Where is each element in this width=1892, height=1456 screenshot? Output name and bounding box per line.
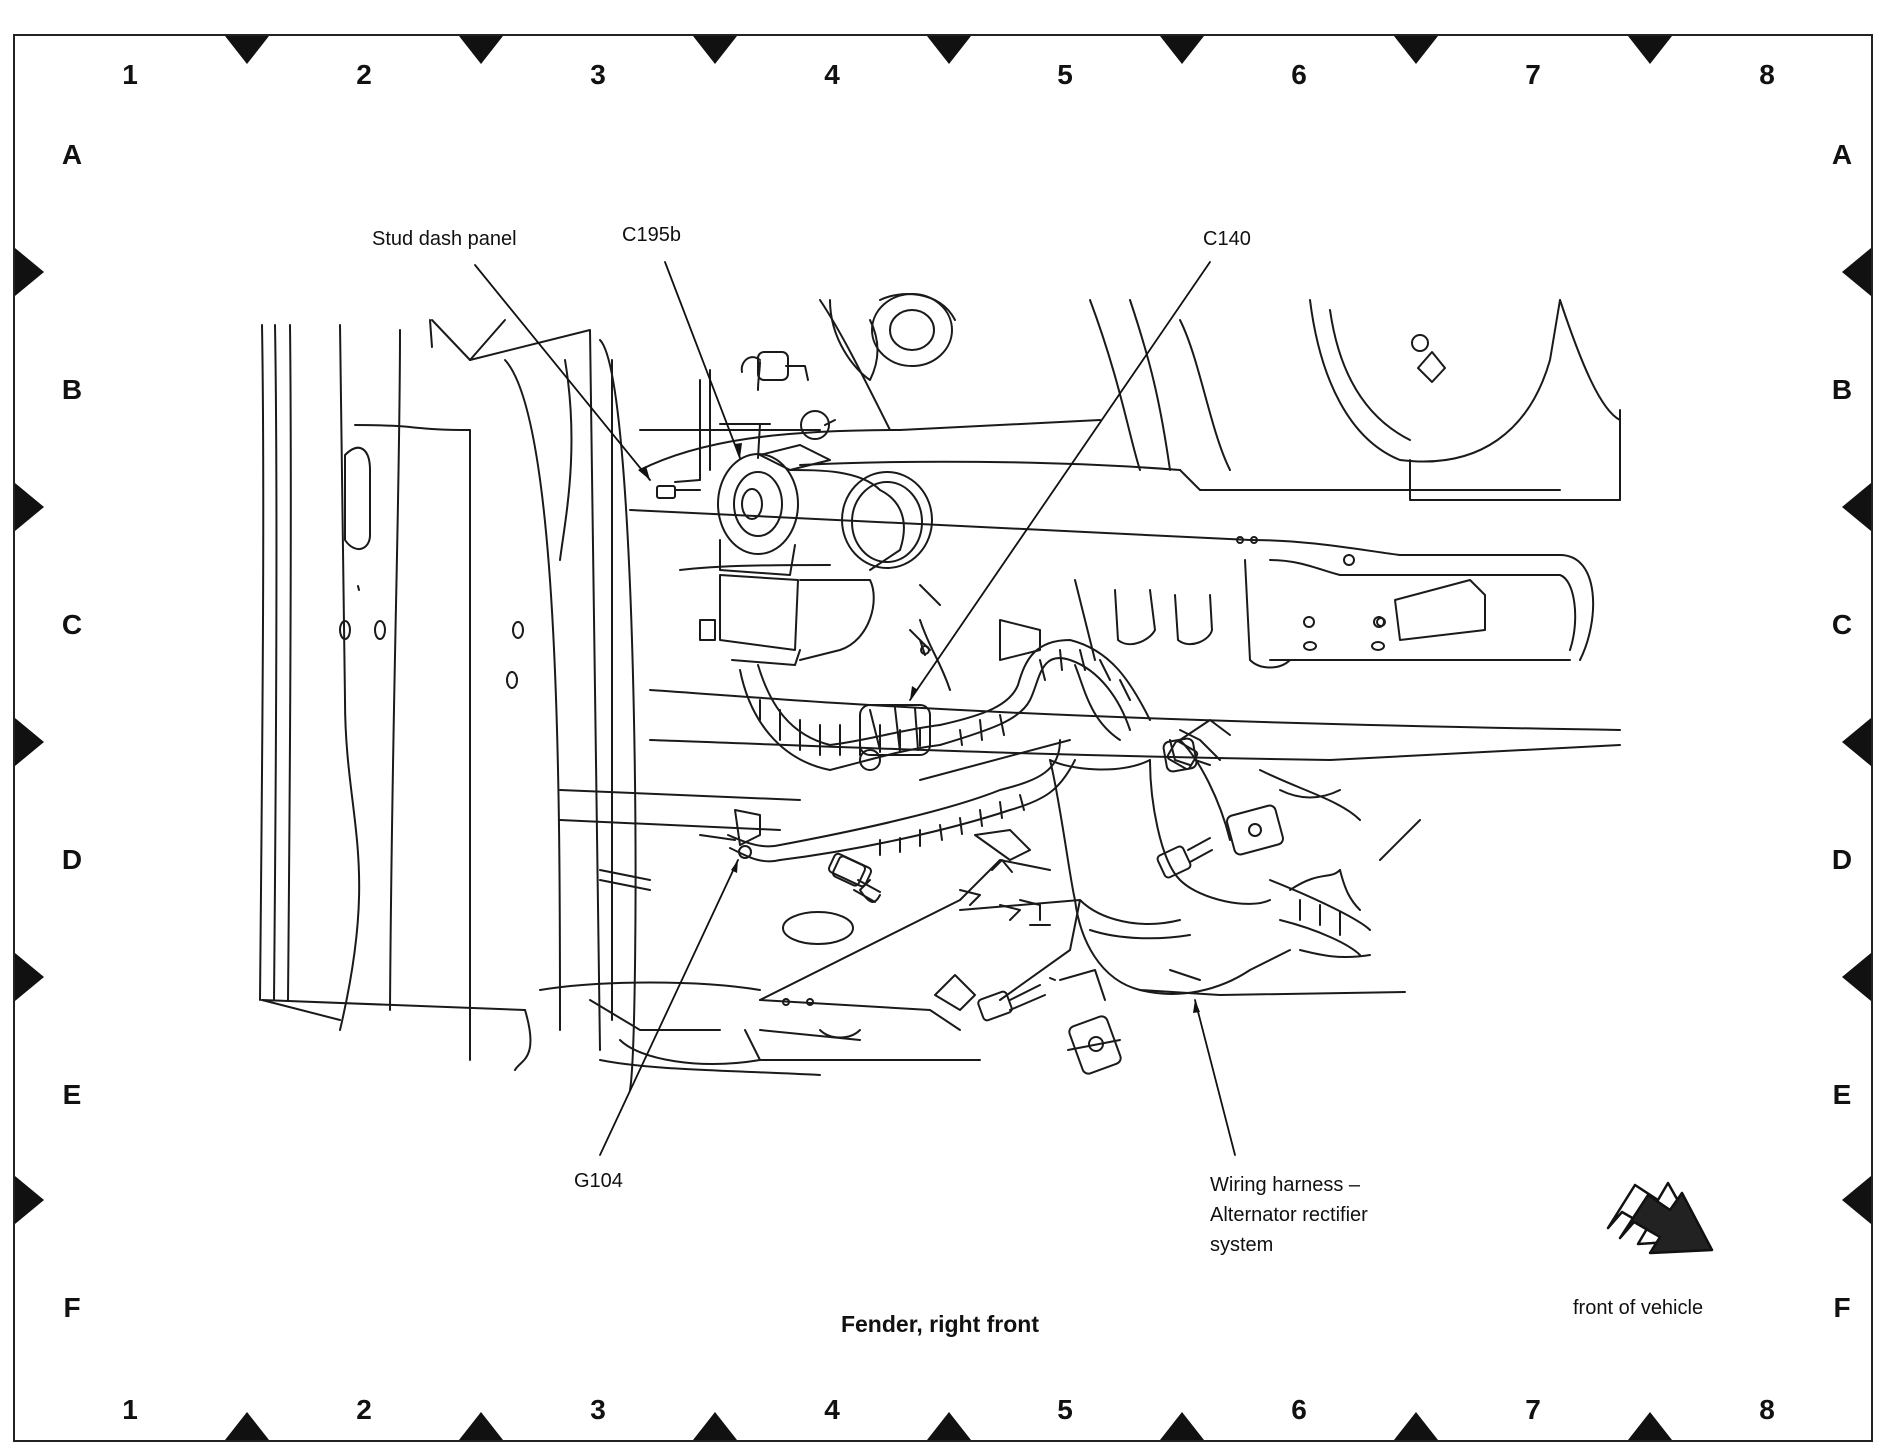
grid-row-label: C xyxy=(1831,609,1853,640)
grid-marker-top xyxy=(927,36,971,64)
grid-marker-top xyxy=(1394,36,1438,64)
grid-row-label: E xyxy=(62,1079,82,1110)
grid-row-label: A xyxy=(1831,139,1853,170)
grid-column-label: 8 xyxy=(1759,1394,1775,1425)
grid-marker-bottom xyxy=(225,1412,269,1440)
diagram-caption: Fender, right front xyxy=(840,1311,1040,1337)
grid-row-label: F xyxy=(1833,1292,1851,1323)
grid-marker-bottom xyxy=(1160,1412,1204,1440)
grid-marker-right xyxy=(1842,1176,1871,1224)
grid-column-label: 4 xyxy=(824,1394,840,1425)
grid-marker-left xyxy=(15,718,44,766)
grid-column-label: 8 xyxy=(1759,59,1775,90)
front-arrow-icon xyxy=(1606,1181,1714,1255)
upper-cowl xyxy=(639,293,1621,501)
direction-label: front of vehicle xyxy=(1573,1297,1704,1319)
grid-marker-bottom xyxy=(459,1412,503,1440)
callout-wiring-harness-line-2: Alternator rectifier xyxy=(1210,1204,1368,1226)
grid-column-label: 1 xyxy=(122,59,138,90)
frame-rail xyxy=(629,509,1621,761)
c195b-connector-assembly xyxy=(656,351,933,666)
grid-column-label: 2 xyxy=(356,1394,372,1425)
diagram-border xyxy=(13,34,1873,1442)
brackets-and-bolts xyxy=(699,719,1284,1075)
grid-marker-right xyxy=(1842,483,1871,531)
callout-arrowheads xyxy=(638,443,1200,1013)
lower-panels xyxy=(539,739,1621,1076)
grid-marker-bottom xyxy=(1628,1412,1672,1440)
grid-marker-right xyxy=(1842,248,1871,296)
grid-marker-left xyxy=(15,483,44,531)
grid-marker-bottom xyxy=(927,1412,971,1440)
wiring-harness-main xyxy=(727,639,1371,959)
callout-c140: C140 xyxy=(1203,228,1251,250)
grid-marker-top xyxy=(1628,36,1672,64)
body-panel-left xyxy=(259,319,637,1091)
grid-row-label: D xyxy=(1831,844,1853,875)
callout-c195b: C195b xyxy=(622,224,681,246)
grid-column-label: 3 xyxy=(590,59,606,90)
grid-row-label: B xyxy=(61,374,83,405)
grid-column-label: 5 xyxy=(1057,59,1073,90)
grid-column-label: 1 xyxy=(122,1394,138,1425)
harness-sleeve xyxy=(1049,759,1291,995)
callout-wiring-harness-line-1: Wiring harness – xyxy=(1210,1174,1361,1196)
grid-marker-top xyxy=(1160,36,1204,64)
grid-marker-left xyxy=(15,248,44,296)
grid-column-label: 6 xyxy=(1291,59,1307,90)
grid-markers xyxy=(15,36,1871,1440)
callout-g104: G104 xyxy=(574,1170,623,1192)
grid-marker-left xyxy=(15,953,44,1001)
stud-dash-panel-leader xyxy=(474,264,651,481)
grid-column-label: 6 xyxy=(1291,1394,1307,1425)
grid-row-label: E xyxy=(1832,1079,1852,1110)
callout-wiring-harness-line-3: system xyxy=(1210,1234,1274,1256)
callout-stud-dash-panel: Stud dash panel xyxy=(372,228,517,250)
grid-row-label: B xyxy=(1831,374,1853,405)
grid-marker-left xyxy=(15,1176,44,1224)
grid-marker-bottom xyxy=(693,1412,737,1440)
grid-column-label: 4 xyxy=(824,59,840,90)
grid-row-label: F xyxy=(63,1292,81,1323)
c140-leader xyxy=(909,261,1211,701)
grid-marker-right xyxy=(1842,718,1871,766)
wiring-harness-leader xyxy=(1194,999,1236,1156)
callout-wiring-harness: Wiring harness – Alternator rectifier sy… xyxy=(1210,1170,1368,1260)
grid-marker-bottom xyxy=(1394,1412,1438,1440)
c195b-leader xyxy=(664,261,741,459)
g104-leader xyxy=(599,859,739,1156)
grid-row-label: C xyxy=(61,609,83,640)
callout-leaders xyxy=(474,261,1236,1156)
grid-marker-top xyxy=(225,36,269,64)
grid-marker-right xyxy=(1842,953,1871,1001)
grid-row-label: D xyxy=(61,844,83,875)
grid-marker-top xyxy=(459,36,503,64)
grid-column-label: 7 xyxy=(1525,59,1541,90)
grid-column-label: 7 xyxy=(1525,1394,1541,1425)
grid-marker-top xyxy=(693,36,737,64)
grid-column-label: 3 xyxy=(590,1394,606,1425)
grid-column-label: 5 xyxy=(1057,1394,1073,1425)
grid-row-label: A xyxy=(61,139,83,170)
grid-column-label: 2 xyxy=(356,59,372,90)
